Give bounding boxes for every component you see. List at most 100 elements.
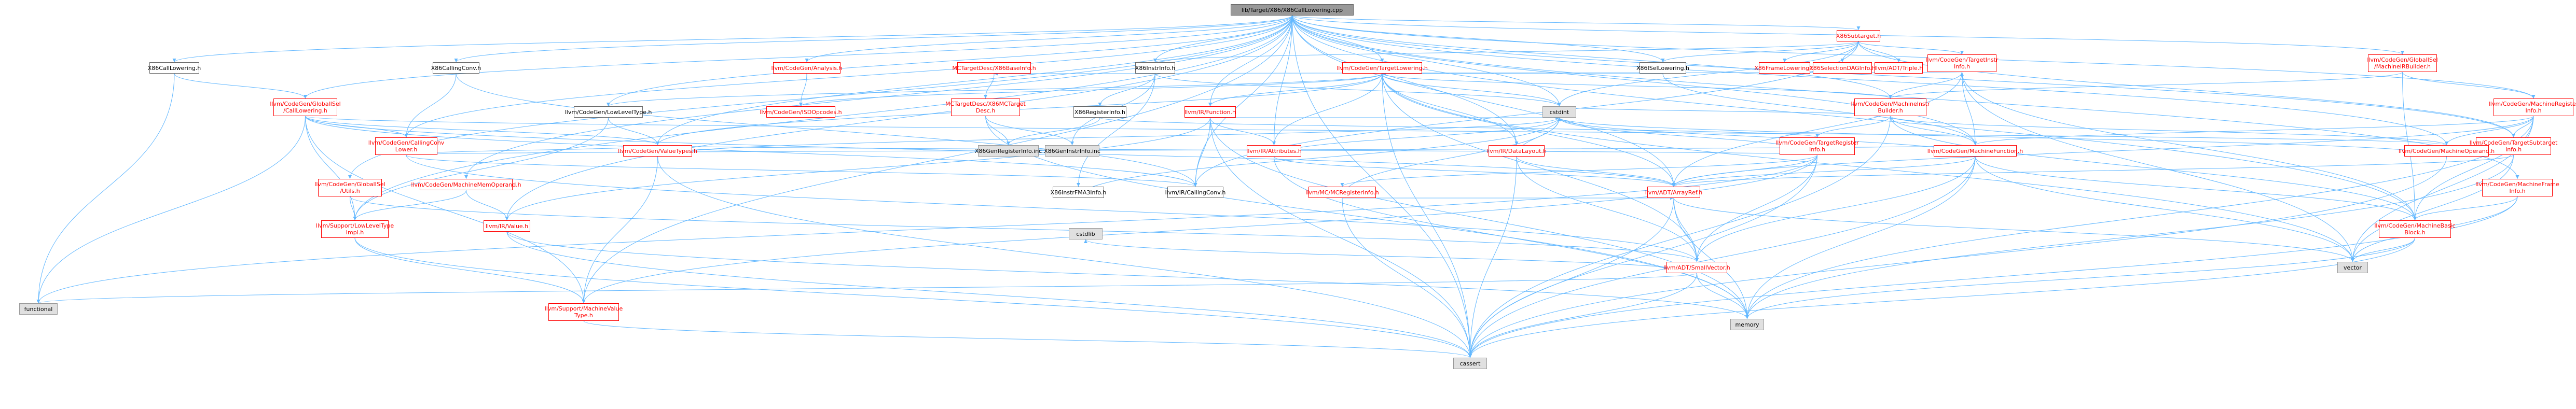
edge-root-to-ir_value xyxy=(505,15,1292,221)
graph-node-ir-datalayout[interactable]: llvm/IR/DataLayout.h xyxy=(1486,145,1547,157)
edge-cg_machinememoperand-to-ir_value xyxy=(466,190,509,221)
graph-node-cg-machineoperand[interactable]: llvm/CodeGen/MachineOperand.h xyxy=(2399,145,2495,157)
edge-root-to-gisel_calllowering xyxy=(304,15,1292,99)
graph-node-cg-machineinstrbuilder[interactable]: llvm/CodeGen/MachineInstr Builder.h xyxy=(1851,98,1930,116)
graph-node-cg-analysis[interactable]: llvm/CodeGen/Analysis.h xyxy=(772,62,842,74)
edge-root-to-cg_machineframeinfo xyxy=(1292,15,2519,179)
graph-node-ir-value[interactable]: llvm/IR/Value.h xyxy=(484,220,530,232)
edge-cg_machineregisterinfo-to-cg_machinefunction xyxy=(1973,116,2534,146)
graph-node-cg-machinememoperand[interactable]: llvm/CodeGen/MachineMemOperand.h xyxy=(411,179,521,190)
edge-cg_machinebasicblock-to-vector xyxy=(2351,237,2415,262)
edge-support_machinevaluetype-to-cassert xyxy=(583,320,1472,358)
edge-gisel_calllowering-to-support_machinevaluetype xyxy=(305,116,586,304)
edge-root-to-cg_lowleveltype xyxy=(607,15,1292,107)
graph-node-root: lib/Target/X86/X86CallLowering.cpp xyxy=(1231,4,1354,16)
graph-node-cg-machinebasicblock[interactable]: llvm/CodeGen/MachineBasic Block.h xyxy=(2374,220,2456,238)
edge-cg_targetinstrinfo-to-cg_machineinstrbuilder xyxy=(1889,72,1962,99)
graph-node-x86calllowering[interactable]: X86CallLowering.h xyxy=(148,62,201,74)
edge-x86instrinfo-to-x86registerinfo xyxy=(1098,73,1155,107)
graph-node-x86instrinfo[interactable]: X86InstrInfo.h xyxy=(1135,62,1175,74)
graph-node-x86registerinfo[interactable]: X86RegisterInfo.h xyxy=(1073,106,1126,118)
graph-node-cg-callingconvlower[interactable]: llvm/CodeGen/CallingConv Lower.h xyxy=(368,137,444,155)
graph-node-adt-smallvector[interactable]: llvm/ADT/SmallVector.h xyxy=(1663,262,1730,273)
edge-ir_attributes-to-adt_arrayref xyxy=(1274,156,1676,187)
graph-node-cg-isdopcodes[interactable]: llvm/CodeGen/ISDOpcodes.h xyxy=(760,106,842,118)
graph-node-x86isellowering[interactable]: X86ISelLowering.h xyxy=(1636,62,1689,74)
edge-cg_machineframeinfo-to-cassert xyxy=(1468,196,2518,358)
edge-cg_targetlowering-to-vector xyxy=(1382,73,2354,262)
edge-root-to-cg_machineinstrbuilder xyxy=(1292,15,1892,99)
graph-node-functional: functional xyxy=(19,303,58,315)
edge-root-to-cg_targetsubtargetinfo xyxy=(1292,15,2515,138)
edge-root-to-cg_machineoperand xyxy=(1292,15,2448,146)
edge-cg_machinebasicblock-to-memory xyxy=(1745,237,2415,319)
edge-adt_smallvector-to-cstdlib xyxy=(1084,239,1697,274)
graph-node-cg-targetlowering[interactable]: llvm/CodeGen/TargetLowering.h xyxy=(1337,62,1428,74)
graph-node-adt-triple[interactable]: llvm/ADT/Triple.h xyxy=(1875,62,1923,74)
edge-cg_targetregisterinfo-to-cassert xyxy=(1468,154,1817,358)
edge-cg_targetlowering-to-cg_lowleveltype xyxy=(607,73,1383,107)
edge-cg_targetregisterinfo-to-functional xyxy=(36,154,1817,304)
edge-cg_targetlowering-to-cg_machineinstrbuilder xyxy=(1382,73,1892,99)
graph-node-mc-x86mctargetdesc[interactable]: MCTargetDesc/X86MCTarget Desc.h xyxy=(945,98,1026,116)
graph-node-x86selectiondaginfo[interactable]: X86SelectionDAGInfo.h xyxy=(1809,62,1876,74)
graph-node-x86callingconv[interactable]: X86CallingConv.h xyxy=(431,62,481,74)
edge-cg_targetlowering-to-cg_isdopcodes xyxy=(799,73,1383,107)
graph-node-cg-machineframeinfo[interactable]: llvm/CodeGen/MachineFrame Info.h xyxy=(2475,179,2559,196)
edge-adt_arrayref-to-cassert xyxy=(1468,198,1674,358)
edge-gisel_machineirbuilder-to-cg_machineinstrbuilder xyxy=(1889,72,2403,99)
graph-node-mc-x86baseinfo[interactable]: MCTargetDesc/X86BaseInfo.h xyxy=(952,62,1036,74)
edge-root-to-cg_machinefunction xyxy=(1292,15,1977,146)
graph-node-cg-lowleveltype[interactable]: llvm/CodeGen/LowLevelType.h xyxy=(565,106,652,118)
edge-cg_machineframeinfo-to-cg_machinebasicblock xyxy=(2413,196,2518,221)
edge-cg_targetinstrinfo-to-adt_arrayref xyxy=(1672,72,1962,187)
graph-node-vector: vector xyxy=(2337,262,2368,273)
graph-node-gisel-calllowering[interactable]: llvm/CodeGen/GlobalISel /CallLowering.h xyxy=(270,98,341,116)
graph-node-ir-callingconv[interactable]: llvm/IR/CallingConv.h xyxy=(1165,187,1225,198)
edge-gisel_calllowering-to-cg_valuetypes xyxy=(305,116,659,146)
edge-ir_function-to-ir_callingconv xyxy=(1193,117,1210,187)
graph-node-gisel-utils[interactable]: llvm/CodeGen/GlobalISel /Utils.h xyxy=(314,179,385,196)
edge-cg_targetregisterinfo-to-support_machinevaluetype xyxy=(582,154,1817,304)
edge-cg_targetsubtargetinfo-to-memory xyxy=(1745,154,2514,319)
edge-cg_machinebasicblock-to-cassert xyxy=(1468,237,2415,358)
edge-x86instrinfo-to-x86instrfma3info xyxy=(1077,73,1155,187)
edge-cg_machineinstrbuilder-to-cg_machineoperand xyxy=(1890,116,2448,146)
graph-node-adt-arrayref[interactable]: llvm/ADT/ArrayRef.h xyxy=(1645,187,1702,198)
graph-node-support-machinevaluetype[interactable]: llvm/Support/MachineValue Type.h xyxy=(545,303,623,321)
edge-x86subtarget-to-x86framelowering xyxy=(1783,41,1859,63)
graph-node-support-lowleveltypeimpl[interactable]: llvm/Support/LowLevelType Impl.h xyxy=(316,220,394,238)
graph-node-cg-targetinstrinfo[interactable]: llvm/CodeGen/TargetInstr Info.h xyxy=(1926,54,1999,72)
graph-node-cg-valuetypes[interactable]: llvm/CodeGen/ValueTypes.h xyxy=(618,145,697,157)
edge-cg_machinefunction-to-vector xyxy=(1975,156,2354,262)
edge-mc_x86baseinfo-to-mc_x86mctargetdesc xyxy=(984,73,995,99)
edge-x86instrfma3info-to-cstdint xyxy=(1078,117,1561,199)
edge-cg_lowleveltype-to-cg_valuetypes xyxy=(608,117,659,146)
graph-node-ir-function[interactable]: llvm/IR/Function.h xyxy=(1184,106,1236,118)
graph-node-cg-machineregisterinfo[interactable]: llvm/CodeGen/MachineRegister Info.h xyxy=(2489,98,2576,116)
graph-node-x86subtarget[interactable]: X86Subtarget.h xyxy=(1836,30,1881,41)
graph-node-x86framelowering[interactable]: X86FrameLowering.h xyxy=(1754,62,1815,74)
edge-adt_smallvector-to-functional xyxy=(37,273,1697,304)
graph-node-cstdint: cstdint xyxy=(1542,106,1576,118)
graph-node-cg-machinefunction[interactable]: llvm/CodeGen/MachineFunction.h xyxy=(1927,145,2023,157)
edge-gisel_calllowering-to-support_lowleveltypeimpl xyxy=(305,116,357,221)
edge-support_lowleveltypeimpl-to-support_machinevaluetype xyxy=(354,237,586,304)
graph-node-cstdlib: cstdlib xyxy=(1069,228,1103,239)
edge-cg_callingconvlower-to-adt_smallvector xyxy=(406,154,1699,262)
edge-root-to-cg_analysis xyxy=(805,15,1292,63)
edge-x86subtarget-to-cg_targetsubtargetinfo xyxy=(1858,41,2515,138)
edge-cg_targetsubtargetinfo-to-adt_arrayref xyxy=(1672,154,2514,187)
edge-x86registerinfo-to-x86genregisterinfo xyxy=(1007,117,1100,146)
edge-adt_smallvector-to-cassert xyxy=(1468,273,1697,358)
graph-node-mc-mcregisterinfo[interactable]: llvm/MC/MCRegisterInfo.h xyxy=(1305,187,1379,198)
graph-node-x86instrfma3info[interactable]: X86InstrFMA3Info.h xyxy=(1051,187,1106,198)
edge-cg_analysis-to-cg_isdopcodes xyxy=(799,73,807,107)
edge-adt_arrayref-to-vector xyxy=(1673,198,2354,262)
edge-support_lowleveltypeimpl-to-cassert xyxy=(354,237,1472,358)
graph-node-gisel-machineirbuilder[interactable]: llvm/CodeGen/GlobalISel /MachineIRBuilde… xyxy=(2367,54,2438,72)
edge-cg_machinememoperand-to-support_lowleveltypeimpl xyxy=(353,190,466,221)
graph-node-ir-attributes[interactable]: llvm/IR/Attributes.h xyxy=(1246,145,1302,157)
edge-root-to-ir_function xyxy=(1208,15,1292,107)
graph-node-cg-targetregisterinfo[interactable]: llvm/CodeGen/TargetRegister Info.h xyxy=(1775,137,1859,155)
